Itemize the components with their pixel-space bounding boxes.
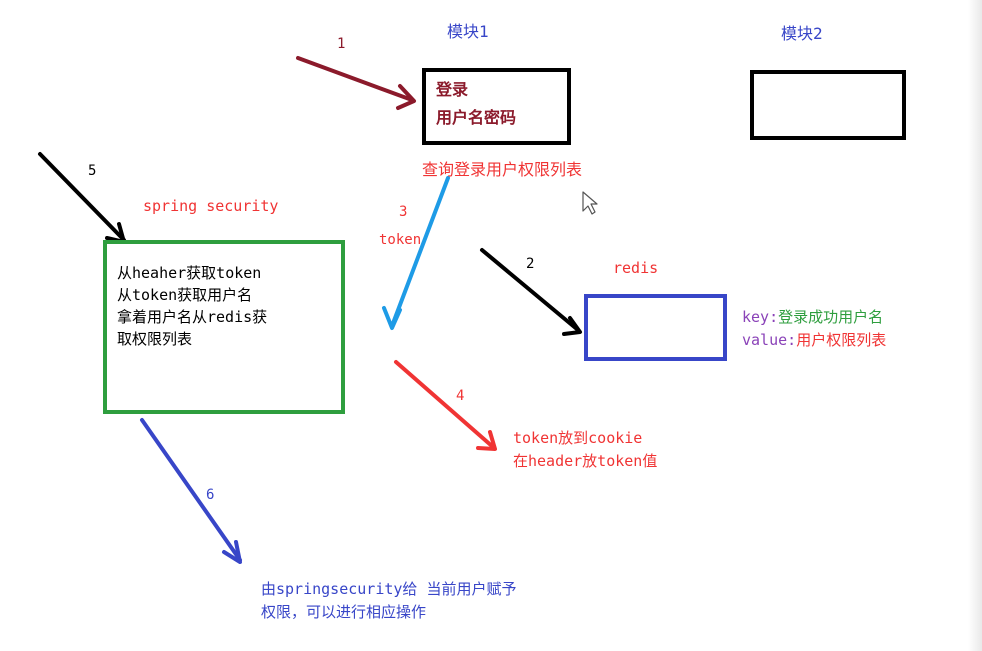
step-3-number: 3 bbox=[399, 204, 408, 220]
arrow-1 bbox=[296, 56, 416, 110]
step-6-number: 6 bbox=[206, 487, 215, 503]
login-box: 登录 用户名密码 bbox=[422, 68, 571, 145]
step-4-number: 4 bbox=[456, 388, 465, 404]
module2-box bbox=[750, 70, 906, 140]
spring-line-3: 拿着用户名从redis获 bbox=[117, 308, 268, 326]
arrow-2 bbox=[480, 248, 582, 336]
step-5-number: 5 bbox=[88, 163, 97, 179]
query-permission-label: 查询登录用户权限列表 bbox=[422, 160, 583, 179]
step-1-number: 1 bbox=[337, 36, 346, 52]
redis-value-value: 用户权限列表 bbox=[796, 331, 887, 349]
spring-line-2: 从token获取用户名 bbox=[117, 286, 253, 304]
redis-key-value: 登录成功用户名 bbox=[778, 308, 884, 326]
username-password-label: 用户名密码 bbox=[436, 108, 517, 127]
arrow-4 bbox=[394, 360, 497, 451]
arrow-3 bbox=[382, 176, 450, 330]
spring-line-1: 从heaher获取token bbox=[117, 264, 262, 282]
spring-security-title: spring security bbox=[143, 197, 279, 215]
result-line-1: 由springsecurity给 当前用户赋予 bbox=[261, 580, 517, 598]
arrow-5 bbox=[38, 152, 126, 244]
login-label: 登录 bbox=[436, 80, 469, 99]
redis-key-line: key:登录成功用户名 bbox=[742, 310, 883, 325]
spring-line-4: 取权限列表 bbox=[117, 330, 193, 348]
redis-value-line: value:用户权限列表 bbox=[742, 333, 886, 348]
redis-key-prefix: key: bbox=[742, 308, 779, 326]
cookie-line-1: token放到cookie bbox=[513, 429, 643, 447]
redis-title: redis bbox=[613, 259, 659, 277]
module1-title: 模块1 bbox=[447, 22, 489, 41]
step-2-number: 2 bbox=[526, 256, 535, 272]
redis-box bbox=[584, 294, 727, 361]
module2-title: 模块2 bbox=[781, 24, 823, 43]
spring-security-box: 从heaher获取token 从token获取用户名 拿着用户名从redis获 … bbox=[103, 240, 345, 414]
arrow-6 bbox=[140, 418, 242, 564]
mouse-cursor-icon bbox=[582, 191, 598, 215]
cookie-line-2: 在header放token值 bbox=[513, 452, 658, 470]
step-3-token-label: token bbox=[379, 232, 422, 248]
redis-value-prefix: value: bbox=[742, 331, 797, 349]
window-edge bbox=[968, 0, 982, 651]
result-line-2: 权限，可以进行相应操作 bbox=[261, 603, 427, 621]
